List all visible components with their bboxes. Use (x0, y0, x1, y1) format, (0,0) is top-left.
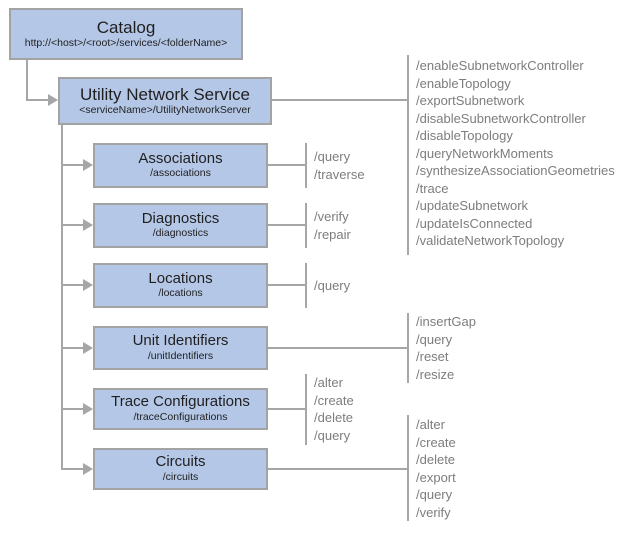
connector-line (26, 60, 28, 101)
node-title: Utility Network Service (79, 84, 251, 104)
arrow-right-icon (83, 342, 93, 354)
operation-label: /query (314, 278, 351, 293)
operation-label: /enableSubnetworkController (416, 58, 584, 73)
connector-line (268, 408, 305, 410)
node-subtitle: /associations (150, 167, 211, 180)
node-title: Unit Identifiers (132, 332, 229, 350)
operation-label: /export (416, 469, 456, 485)
operation-label: /synthesizeAssociationGeometries (416, 163, 615, 178)
operations-bracket (305, 143, 307, 188)
node-utility-network-service: Utility Network Service <serviceName>/Ut… (58, 77, 272, 125)
operation-label: /query (314, 427, 351, 443)
node-subtitle: /traceConfigurations (133, 410, 228, 423)
node-title: Locations (148, 269, 213, 287)
operations-list-trace-configurations: /alter/create/delete/query (314, 374, 354, 444)
node-subtitle: http://<host>/<root>/services/<folderNam… (24, 36, 228, 49)
operation-label: /traverse (314, 166, 365, 182)
node-title: Diagnostics (141, 209, 220, 227)
operation-label: /resize (416, 366, 455, 382)
operation-label: /delete (314, 410, 354, 425)
operation-label: /query (416, 331, 453, 347)
operation-label: /enableTopology (416, 75, 511, 91)
operation-label: /queryNetworkMoments (416, 145, 554, 161)
node-subtitle: /unitIdentifiers (147, 349, 214, 362)
operation-label: /updateSubnetwork (416, 198, 529, 213)
operation-label: /query (314, 149, 351, 164)
operations-list-associations: /query/traverse (314, 148, 365, 183)
operation-label: /disableTopology (416, 128, 513, 143)
operations-bracket (407, 55, 409, 255)
connector-line (268, 347, 407, 349)
operations-bracket (407, 313, 409, 383)
node-subtitle: /locations (158, 287, 203, 300)
connector-line (268, 468, 407, 470)
operation-label: /verify (314, 209, 349, 224)
connector-line (268, 284, 305, 286)
operation-label: /delete (416, 452, 456, 467)
operation-label: /query (416, 487, 453, 502)
operation-label: /create (416, 434, 456, 450)
connector-line (62, 408, 83, 410)
arrow-right-icon (83, 279, 93, 291)
operation-label: /validateNetworkTopology (416, 233, 565, 248)
node-circuits: Circuits /circuits (93, 448, 268, 490)
node-diagnostics: Diagnostics /diagnostics (93, 203, 268, 248)
operation-label: /create (314, 392, 354, 408)
operations-list-circuits: /alter/create/delete/export/query/verify (416, 416, 456, 521)
arrow-right-icon (83, 219, 93, 231)
operations-bracket (305, 203, 307, 248)
operation-label: /alter (314, 375, 343, 390)
connector-line (62, 284, 83, 286)
connector-trunk-line (61, 125, 63, 470)
operations-list-diagnostics: /verify/repair (314, 208, 351, 243)
operation-label: /trace (416, 180, 449, 196)
arrow-right-icon (48, 94, 58, 106)
operation-label: /exportSubnetwork (416, 93, 525, 108)
operations-bracket (407, 415, 409, 521)
node-subtitle: /diagnostics (152, 227, 209, 240)
node-trace-configurations: Trace Configurations /traceConfiguration… (93, 388, 268, 430)
node-unit-identifiers: Unit Identifiers /unitIdentifiers (93, 326, 268, 370)
node-title: Circuits (155, 453, 206, 471)
node-subtitle: <serviceName>/UtilityNetworkServer (79, 103, 251, 116)
operation-label: /updateIsConnected (416, 215, 533, 231)
node-associations: Associations /associations (93, 143, 268, 188)
operations-list-unit-identifiers: /insertGap/query/reset/resize (416, 313, 476, 383)
connector-line (26, 99, 48, 101)
operations-list-utility-network-service: /enableSubnetworkController/enableTopolo… (416, 57, 615, 250)
node-title: Trace Configurations (111, 393, 250, 411)
operation-label: /verify (416, 504, 451, 520)
arrow-right-icon (83, 159, 93, 171)
operations-bracket (305, 263, 307, 308)
node-catalog: Catalog http://<host>/<root>/services/<f… (9, 8, 243, 60)
operation-label: /repair (314, 226, 351, 242)
arrow-right-icon (83, 463, 93, 475)
node-locations: Locations /locations (93, 263, 268, 308)
connector-line (268, 224, 305, 226)
operation-label: /disableSubnetworkController (416, 110, 586, 126)
connector-line (62, 224, 83, 226)
arrow-right-icon (83, 403, 93, 415)
node-subtitle: /circuits (162, 470, 199, 483)
operation-label: /alter (416, 417, 445, 432)
operations-bracket (305, 374, 307, 445)
connector-line (62, 164, 83, 166)
node-title: Catalog (96, 17, 156, 37)
connector-line (272, 99, 407, 101)
operations-list-locations: /query (314, 277, 350, 295)
node-title: Associations (138, 149, 223, 167)
connector-line (62, 347, 83, 349)
operation-label: /reset (416, 349, 449, 364)
connector-line (268, 164, 305, 166)
operation-label: /insertGap (416, 314, 476, 329)
connector-line (62, 468, 83, 470)
